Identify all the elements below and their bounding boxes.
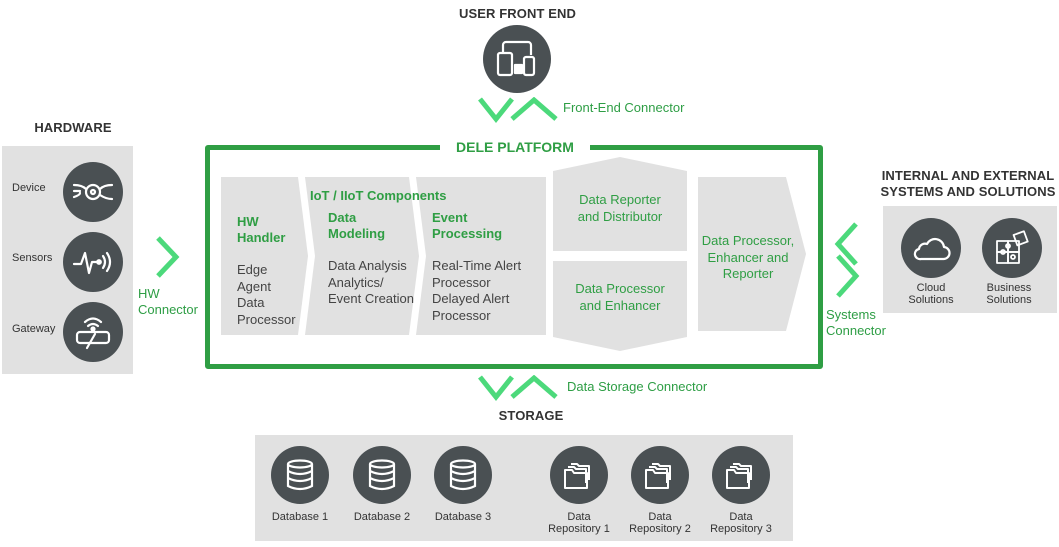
hardware-title: HARDWARE (34, 120, 112, 135)
storage-title: STORAGE (498, 408, 564, 423)
repository-label: Data Repository 2 (620, 511, 700, 535)
sensor-icon (63, 232, 123, 292)
database-label: Database 3 (434, 511, 492, 523)
folder-icon (631, 446, 689, 504)
database-label: Database 2 (353, 511, 411, 523)
data-storage-connector-label: Data Storage Connector (567, 379, 708, 394)
cloud-solutions-line: Cloud (916, 282, 946, 294)
cloud-solutions-line: Solutions (908, 294, 954, 306)
business-solutions-label: Business Solutions (969, 282, 1049, 306)
hw-connector-label: HW Connector (138, 286, 198, 318)
hw-connector-icon (156, 236, 180, 278)
data-enhancer-line: Data Processor (575, 281, 665, 296)
data-reporter-label: Data Reporter and Distributor (553, 192, 687, 225)
component-body-line: Delayed Alert (432, 291, 510, 306)
component-head-line: Event (432, 210, 468, 225)
repository-label-line: Data (729, 511, 753, 523)
systems-connector-icon (834, 222, 860, 298)
component-shape-data-modeling (305, 177, 419, 335)
component-body-line: Data (237, 295, 265, 310)
systems-connector-label: Systems Connector (826, 307, 886, 339)
repository-label-line: Data (648, 511, 672, 523)
component-head-line: Handler (237, 230, 286, 245)
data-processor-line: Enhancer and (707, 249, 789, 265)
repository-label: Data Repository 3 (701, 511, 781, 535)
component-body-line: Analytics/ (328, 274, 384, 290)
database-icon (434, 446, 492, 504)
storage-panel (255, 435, 793, 541)
systems-connector-label-line2: Connector (826, 323, 886, 338)
component-head-line: Modeling (328, 226, 386, 241)
component-hw-handler: HW Handler Edge Agent Data Processor (237, 214, 296, 328)
repository-label-line: Data (567, 511, 591, 523)
data-storage-connector-icon (478, 375, 558, 401)
data-enhancer-shape (553, 261, 687, 351)
gateway-icon (63, 302, 123, 362)
component-event-processing: Event Processing Real-Time Alert Process… (432, 210, 521, 324)
puzzle-icon (982, 218, 1042, 278)
hw-connector-label-line2: Connector (138, 302, 198, 317)
cloud-icon (901, 218, 961, 278)
data-reporter-line: Data Reporter (579, 192, 661, 207)
front-end-connector-label: Front-End Connector (563, 100, 685, 115)
folder-icon (712, 446, 770, 504)
component-head-line: Processing (432, 226, 503, 241)
iot-components-shapes (221, 177, 546, 335)
folder-icon (550, 446, 608, 504)
data-processor-label: Data Processor, Enhancer and Reporter (698, 233, 798, 283)
database-icon (271, 446, 329, 504)
business-solutions-line: Solutions (986, 294, 1032, 306)
user-front-end-title: USER FRONT END (459, 6, 576, 21)
repository-label: Data Repository 1 (539, 511, 619, 535)
component-body-line: Processor (432, 274, 491, 290)
data-processor-line: Data Processor, (701, 233, 795, 248)
hw-connector-label-line1: HW (138, 286, 160, 301)
data-reporter-shape (553, 157, 687, 251)
component-head-line: HW (237, 214, 259, 229)
component-body-line: Edge (237, 262, 268, 277)
component-body-line: Processor (432, 307, 491, 323)
systems-connector-label-line1: Systems (826, 307, 876, 322)
repository-label-line: Repository 3 (710, 523, 772, 535)
business-solutions-line: Business (986, 282, 1032, 294)
iot-components-title: IoT / IIoT Components (310, 188, 447, 203)
data-enhancer-line: and Enhancer (579, 297, 661, 313)
dele-platform-title: DELE PLATFORM (440, 139, 590, 155)
hardware-item-device-label: Device (12, 182, 46, 194)
systems-title-line1: INTERNAL AND EXTERNAL (881, 168, 1055, 183)
repository-label-line: Repository 2 (629, 523, 691, 535)
systems-title: INTERNAL AND EXTERNAL SYSTEMS AND SOLUTI… (880, 168, 1056, 200)
component-body-line: Real-Time Alert (432, 258, 522, 273)
devices-icon (483, 25, 551, 93)
data-processor-shape (698, 177, 806, 331)
component-head-line: Data (328, 210, 357, 225)
repository-label-line: Repository 1 (548, 523, 610, 535)
component-shape-hw-handler (221, 177, 308, 335)
component-body-line: Agent (237, 278, 271, 294)
component-shape-event-processing (416, 177, 546, 335)
component-body-line: Data Analysis (328, 258, 407, 273)
component-data-modeling: Data Modeling Data Analysis Analytics/ E… (328, 210, 414, 308)
data-enhancer-label: Data Processor and Enhancer (553, 281, 687, 314)
component-body-line: Event Creation (328, 291, 414, 306)
device-icon (63, 162, 123, 222)
systems-title-line2: SYSTEMS AND SOLUTIONS (880, 184, 1056, 199)
cloud-solutions-label: Cloud Solutions (891, 282, 971, 306)
data-processor-line: Reporter (722, 266, 774, 281)
database-label: Database 1 (271, 511, 329, 523)
component-body-line: Processor (237, 311, 296, 327)
data-reporter-line: and Distributor (577, 208, 663, 224)
front-end-connector-icon (478, 97, 558, 123)
hardware-item-gateway-label: Gateway (12, 323, 56, 335)
database-icon (353, 446, 411, 504)
hardware-item-sensors-label: Sensors (12, 252, 53, 264)
